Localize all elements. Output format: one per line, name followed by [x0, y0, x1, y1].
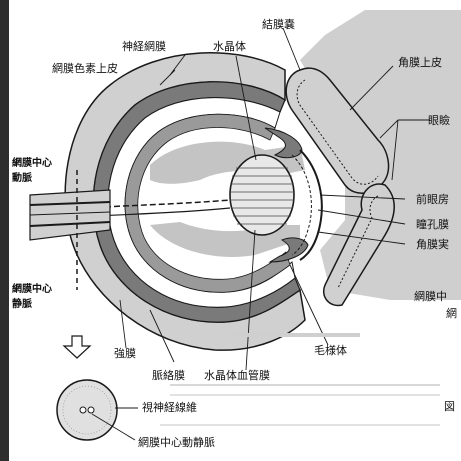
label-retinal-pigment-epithelium: 網膜色素上皮: [52, 62, 118, 75]
label-figure-cut: 図: [444, 400, 455, 413]
label-corneal-stroma: 角膜実: [416, 238, 449, 251]
central-vessel-a: [80, 407, 86, 413]
label-eyelid: 眼瞼: [428, 114, 450, 127]
label-neural-retina: 神経網膜: [122, 40, 166, 53]
optic-nerve-cross-section: [57, 380, 117, 440]
label-ciliary-body: 毛様体: [314, 344, 347, 357]
down-arrow-icon: [64, 336, 90, 358]
label-optic-nerve-fibers: 視神経線維: [142, 401, 197, 414]
label-pupillary-membrane: 瞳孔膜: [416, 218, 449, 231]
label-retina-cut: 網膜中: [414, 290, 447, 303]
label-central-retinal-vein: 網膜中心 静脈: [12, 282, 52, 312]
central-vessel-b: [88, 407, 94, 413]
lens: [230, 155, 294, 235]
label-conjunctival-sac: 結膜嚢: [262, 18, 295, 31]
label-corneal-epithelium: 角膜上皮: [398, 56, 442, 69]
label-lens: 水晶体: [213, 40, 246, 53]
label-hyaloid-vessels: 水晶体血管膜: [204, 369, 270, 382]
label-cut-text: 網: [446, 307, 457, 320]
label-anterior-chamber: 前眼房: [416, 193, 449, 206]
label-central-retinal-artery: 網膜中心 動脈: [12, 156, 52, 186]
label-choroid: 脈絡膜: [152, 369, 185, 382]
label-central-retinal-vessels: 網膜中心動静脈: [138, 436, 215, 449]
label-sclera: 強膜: [114, 347, 136, 360]
